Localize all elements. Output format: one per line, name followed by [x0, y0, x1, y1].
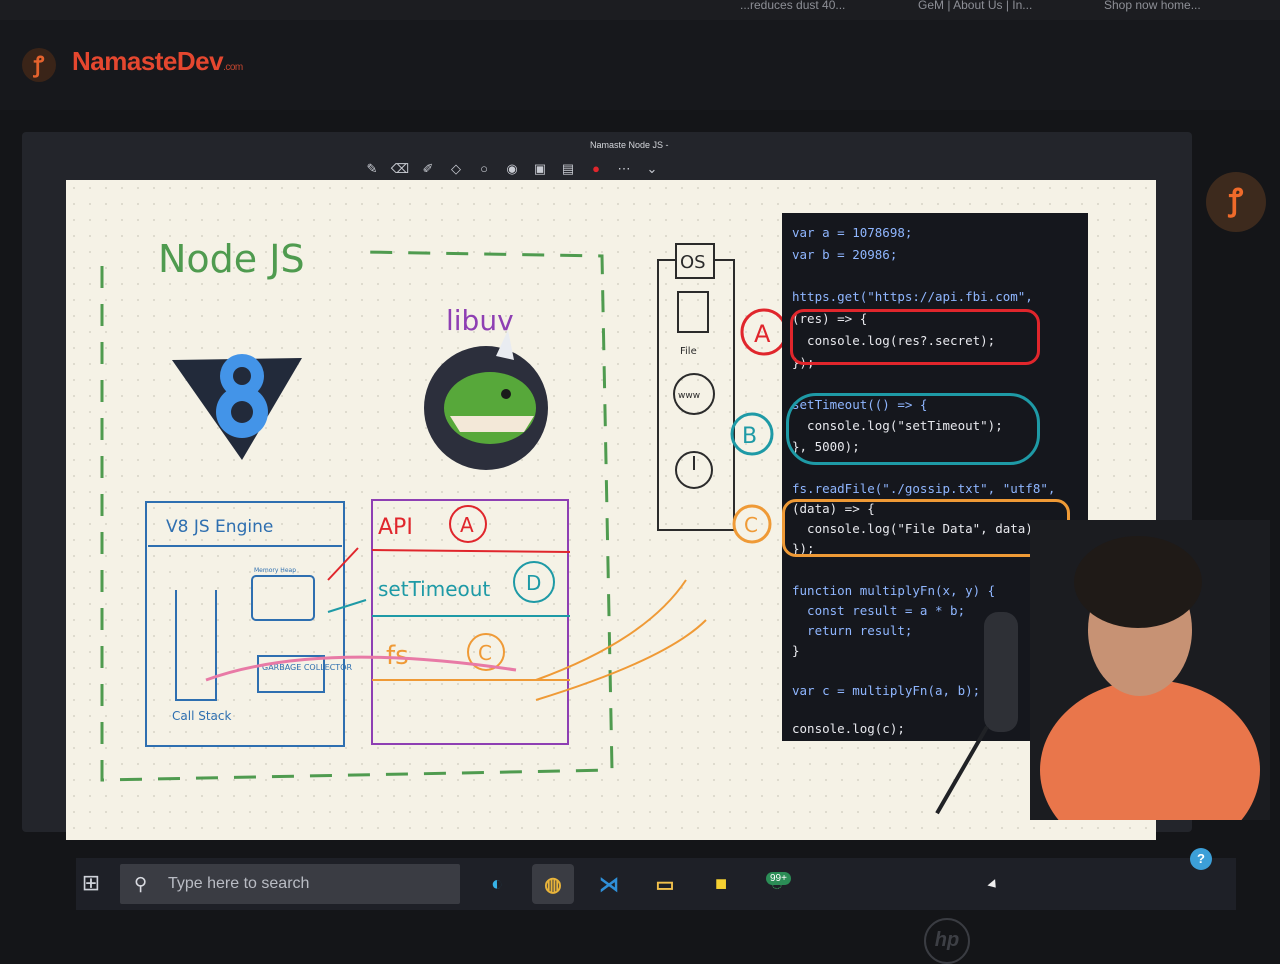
- lasso-icon[interactable]: ○: [480, 161, 488, 176]
- brand-title[interactable]: NamasteDev.com: [72, 46, 243, 77]
- chevron-down-icon[interactable]: ⌄: [646, 161, 658, 176]
- fs-label: fs: [386, 641, 409, 671]
- memory-heap-box: [251, 575, 315, 621]
- notification-badge: 99+: [766, 872, 791, 885]
- code-line-2: var b = 20986;: [792, 247, 898, 262]
- microphone-icon: [984, 612, 1018, 732]
- code-line-3: https.get("https://api.fbi.com",: [792, 289, 1033, 304]
- globe-icon: [673, 373, 715, 415]
- windows-start-icon[interactable]: ⊞: [81, 870, 101, 895]
- site-header: ꝭ NamasteDev.com: [0, 20, 1280, 110]
- gc-label: GARBAGE COLLECTOR: [262, 663, 352, 672]
- browser-tab-strip: ...reduces dust 40... GeM | About Us | I…: [0, 0, 1280, 20]
- chrome-browser-icon[interactable]: ◍: [532, 864, 574, 904]
- v8-engine-box: [145, 501, 345, 747]
- call-stack-label: Call Stack: [172, 709, 231, 723]
- file-label: File: [680, 346, 697, 357]
- highlight-ring-c: [782, 499, 1070, 557]
- arrow-settimeout: [327, 599, 367, 613]
- tab-middle[interactable]: GeM | About Us | In...: [918, 0, 1033, 12]
- call-stack-shape: [175, 590, 217, 701]
- tab-right[interactable]: Shop now home...: [1104, 0, 1201, 12]
- code-line-8: console.log("setTimeout");: [792, 418, 1003, 433]
- color-icon[interactable]: ●: [592, 161, 600, 176]
- arrow-callback: [205, 655, 517, 682]
- presenter-webcam: [1030, 520, 1270, 820]
- search-icon: ⚲: [134, 874, 148, 894]
- presenter-shirt: [1040, 680, 1260, 820]
- arrow-to-os: [535, 579, 687, 681]
- memory-heap-label: Memory Heap: [254, 567, 296, 574]
- session-title: Namaste Node JS -: [590, 140, 669, 150]
- sticky-notes-icon[interactable]: ■: [714, 872, 728, 895]
- code-line-11: (data) => {: [792, 501, 875, 516]
- hp-logo-icon: hp: [924, 918, 970, 964]
- code-line-10: fs.readFile("./gossip.txt", "utf8",: [792, 481, 1056, 496]
- gc-box: [257, 655, 325, 693]
- help-icon[interactable]: ?: [1190, 848, 1212, 870]
- settimeout-label: setTimeout: [378, 577, 490, 601]
- code-line-12: console.log("File Data", data);: [792, 521, 1041, 536]
- taskbar: ⊞ ⚲ Type here to search ◐ ◍ ⋊ ▭ ■ ◌ 99+: [76, 858, 1236, 910]
- code-line-1: var a = 1078698;: [792, 225, 913, 240]
- tab-left[interactable]: ...reduces dust 40...: [740, 0, 846, 12]
- api-label: API: [378, 515, 413, 540]
- marker-a-side: A: [754, 320, 771, 348]
- marker-c-side: C: [744, 513, 758, 537]
- timer-icon: [675, 451, 713, 489]
- code-line-15: const result = a * b;: [792, 603, 966, 618]
- node-boundary: [100, 250, 614, 782]
- eraser-icon[interactable]: ⌫: [390, 161, 410, 176]
- engine-title: V8 JS Engine: [166, 517, 273, 537]
- code-line-13: });: [792, 541, 815, 556]
- image-icon[interactable]: ▣: [533, 161, 547, 176]
- marker-c-inner: C: [478, 641, 492, 665]
- marker-a: A: [460, 513, 474, 537]
- taskbar-apps: ◐ ◍ ⋊ ▭ ■ ◌: [476, 864, 798, 904]
- highlighter-icon[interactable]: ✐: [422, 161, 434, 176]
- code-line-17: }: [792, 643, 800, 658]
- more-icon[interactable]: ⋯: [617, 161, 631, 176]
- marker-d: D: [526, 571, 541, 595]
- libuv-dino-logo-icon: [424, 330, 548, 470]
- node-title: Node JS: [158, 237, 305, 281]
- edge-browser-icon[interactable]: ◐: [490, 872, 504, 895]
- marker-b-side: B: [742, 424, 757, 449]
- file-explorer-icon[interactable]: ▭: [655, 873, 675, 896]
- highlight-ring-a: [790, 309, 1040, 365]
- code-line-7: setTimeout(() => {: [792, 397, 928, 412]
- presenter-hair: [1074, 536, 1202, 628]
- code-line-16: return result;: [792, 623, 913, 638]
- drawing-toolbar: ✎ ⌫ ✐ ◇ ○ ◉ ▣ ▤ ● ⋯ ⌄: [362, 158, 722, 180]
- namastedev-badge-icon: ꝭ: [1206, 172, 1266, 232]
- namastedev-logo-icon[interactable]: ꝭ: [22, 48, 56, 82]
- vscode-icon[interactable]: ⋊: [599, 873, 619, 896]
- code-line-14: function multiplyFn(x, y) {: [792, 583, 996, 598]
- camera-icon[interactable]: ▤: [561, 161, 575, 176]
- taskbar-search-input[interactable]: Type here to search: [168, 875, 310, 892]
- www-label: www: [678, 391, 700, 401]
- code-line-19: console.log(c);: [792, 721, 905, 736]
- brand-suffix: .com: [223, 62, 243, 73]
- brand-name: NamasteDev: [72, 46, 224, 76]
- arrow-api: [327, 547, 359, 581]
- libuv-label: libuv: [446, 304, 514, 337]
- pen-icon[interactable]: ✎: [366, 161, 378, 176]
- code-line-18: var c = multiplyFn(a, b);: [792, 683, 981, 698]
- shapes-icon[interactable]: ◇: [451, 161, 461, 176]
- libuv-box: [371, 499, 569, 745]
- taskbar-search-box[interactable]: ⚲ Type here to search: [120, 864, 460, 904]
- eye-icon[interactable]: ◉: [506, 161, 518, 176]
- whiteboard-drawing: Node JS libuv V8 JS Engine Call Stack Me…: [100, 237, 788, 782]
- file-icon: [677, 291, 709, 333]
- v8-logo-icon: [172, 354, 302, 460]
- code-line-5: console.log(res?.secret);: [792, 333, 996, 348]
- os-label: OS: [680, 252, 706, 273]
- highlight-ring-b: [786, 393, 1040, 465]
